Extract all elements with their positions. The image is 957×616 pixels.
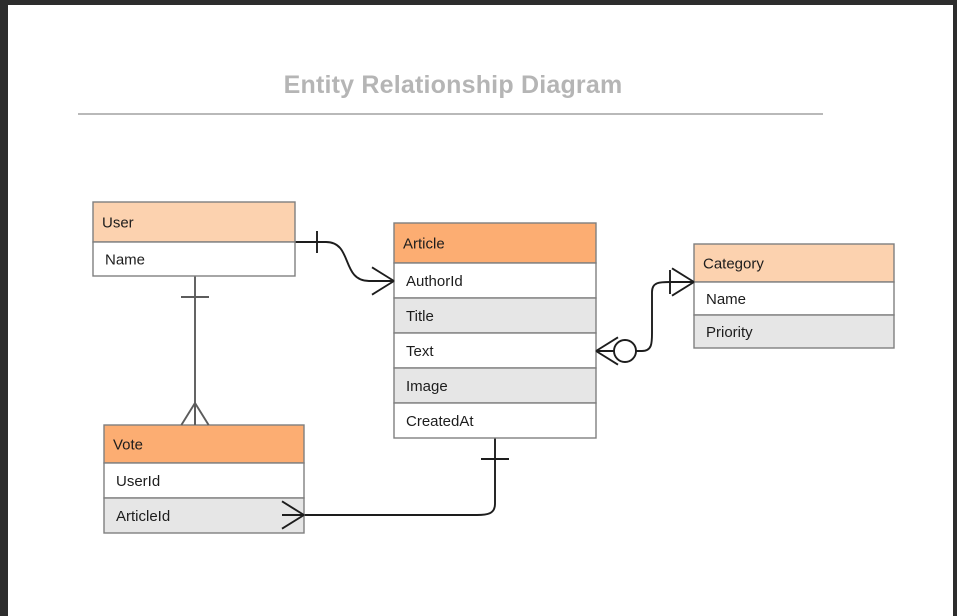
attribute-name-article-0: AuthorId: [406, 273, 463, 290]
entity-header-category: [693, 243, 895, 283]
window-frame-right: [953, 0, 957, 616]
attribute-row: [103, 497, 305, 534]
marker-many-article-category-b: [671, 267, 695, 297]
attribute-name-article-2: Text: [406, 343, 434, 360]
connector-article-category: [636, 281, 694, 352]
attribute-row: [103, 462, 305, 499]
entity-header-user: [92, 201, 296, 243]
attribute-name-category-0: Name: [706, 291, 746, 308]
marker-many-user-article-legs: [371, 266, 395, 296]
entity-name-vote: Vote: [113, 437, 143, 454]
attribute-name-article-4: CreatedAt: [406, 413, 474, 430]
attribute-name-article-1: Title: [406, 308, 434, 325]
attribute-row: [393, 402, 597, 439]
window-frame-left: [0, 0, 8, 616]
cardinality-markers: [180, 231, 695, 530]
connector-user-article: [295, 241, 394, 282]
marker-many-article-vote-legs: [281, 500, 305, 530]
entity-name-category: Category: [703, 256, 764, 273]
window-frame-top: [0, 0, 957, 5]
entity-header-article: [393, 222, 597, 264]
entity-header-vote: [103, 424, 305, 464]
entity-name-user: User: [102, 215, 134, 232]
attribute-row: [693, 314, 895, 349]
attribute-name-category-1: Priority: [706, 324, 753, 341]
marker-many-user-vote-legs: [180, 402, 210, 426]
attribute-row: [393, 297, 597, 334]
marker-many-user-vote: [180, 402, 210, 426]
entity-name-article: Article: [403, 236, 445, 253]
marker-zero-article-category: [613, 339, 637, 363]
page-title: Entity Relationship Diagram: [283, 71, 623, 99]
marker-many-user-article: [371, 266, 395, 296]
marker-many-article-category-b-legs: [671, 267, 695, 297]
title-divider: [78, 113, 823, 115]
attribute-row: [92, 241, 296, 277]
attribute-name-user-0: Name: [105, 252, 145, 269]
attribute-row: [693, 281, 895, 316]
attribute-name-vote-1: ArticleId: [116, 508, 170, 525]
relationship-connectors: [194, 241, 694, 516]
connector-article-vote: [304, 438, 496, 516]
marker-many-article-vote: [281, 500, 305, 530]
attribute-name-vote-0: UserId: [116, 473, 160, 490]
attribute-name-article-3: Image: [406, 378, 448, 395]
